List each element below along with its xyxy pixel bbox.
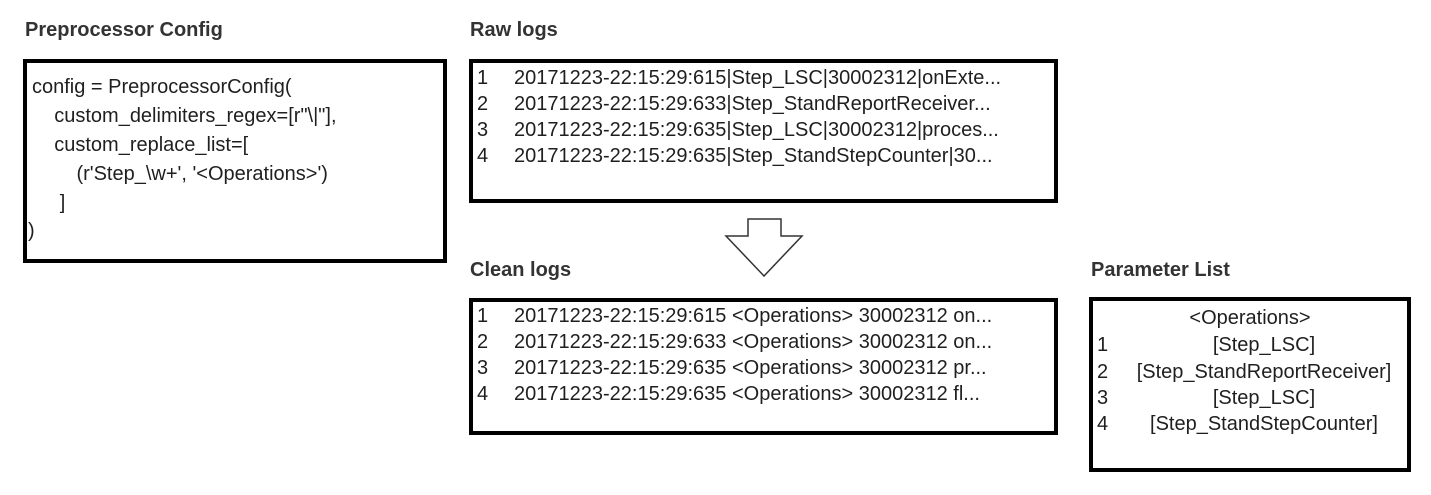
raw-logs-box: 1 20171223-22:15:29:615|Step_LSC|3000231… (469, 59, 1058, 203)
log-line-text: 20171223-22:15:29:635 <Operations> 30002… (514, 383, 980, 405)
log-line-number: 4 (477, 383, 489, 405)
parameter-row: 4 [Step_StandStepCounter] (1093, 411, 1407, 437)
parameter-number: 3 (1097, 387, 1109, 409)
code-line: config = PreprocessorConfig( (32, 76, 292, 98)
log-line-text: 20171223-22:15:29:615|Step_LSC|30002312|… (514, 67, 1002, 89)
parameter-value: [Step_StandStepCounter] (1150, 413, 1378, 435)
log-row: 3 20171223-22:15:29:635 <Operations> 300… (473, 355, 1054, 381)
log-line-number: 1 (477, 305, 489, 327)
parameter-row: 2 [Step_StandReportReceiver] (1093, 359, 1407, 385)
parameter-number: 2 (1097, 361, 1109, 383)
clean-logs-title: Clean logs (470, 259, 572, 281)
down-arrow-icon (724, 218, 804, 278)
parameter-list-box: <Operations> 1 [Step_LSC] 2 [Step_StandR… (1089, 297, 1411, 472)
parameter-list-title: Parameter List (1091, 259, 1230, 281)
parameter-row: 3 [Step_LSC] (1093, 385, 1407, 411)
raw-logs-title: Raw logs (470, 19, 558, 41)
log-row: 4 20171223-22:15:29:635|Step_StandStepCo… (473, 143, 1054, 169)
parameter-row: 1 [Step_LSC] (1093, 332, 1407, 358)
log-line-text: 20171223-22:15:29:635 <Operations> 30002… (514, 357, 987, 379)
log-line-text: 20171223-22:15:29:615 <Operations> 30002… (514, 305, 993, 327)
log-line-number: 3 (477, 119, 489, 141)
parameter-number: 1 (1097, 334, 1109, 356)
log-row: 4 20171223-22:15:29:635 <Operations> 300… (473, 381, 1054, 407)
parameter-header-row: <Operations> (1093, 305, 1407, 331)
parameter-value: [Step_StandReportReceiver] (1136, 361, 1392, 383)
log-line-text: 20171223-22:15:29:635|Step_LSC|30002312|… (514, 119, 999, 141)
log-line-number: 4 (477, 145, 489, 167)
log-row: 1 20171223-22:15:29:615 <Operations> 300… (473, 303, 1054, 329)
code-line: ) (28, 220, 35, 242)
log-line-number: 2 (477, 93, 489, 115)
log-line-number: 1 (477, 67, 489, 89)
parameter-header: <Operations> (1189, 307, 1311, 329)
code-line: custom_replace_list=[ (32, 134, 249, 156)
clean-logs-box: 1 20171223-22:15:29:615 <Operations> 300… (469, 298, 1058, 435)
code-line: custom_delimiters_regex=[r"\|"], (32, 105, 337, 127)
log-line-number: 2 (477, 331, 489, 353)
parameter-number: 4 (1097, 413, 1109, 435)
preprocessor-config-box: config = PreprocessorConfig( custom_deli… (23, 59, 447, 263)
log-row: 2 20171223-22:15:29:633|Step_StandReport… (473, 91, 1054, 117)
log-row: 2 20171223-22:15:29:633 <Operations> 300… (473, 329, 1054, 355)
log-line-text: 20171223-22:15:29:633|Step_StandReportRe… (514, 93, 991, 115)
log-line-number: 3 (477, 357, 489, 379)
parameter-value: [Step_LSC] (1212, 387, 1316, 409)
log-row: 1 20171223-22:15:29:615|Step_LSC|3000231… (473, 65, 1054, 91)
parameter-value: [Step_LSC] (1212, 334, 1316, 356)
log-row: 3 20171223-22:15:29:635|Step_LSC|3000231… (473, 117, 1054, 143)
preprocessor-config-title: Preprocessor Config (25, 19, 223, 41)
log-line-text: 20171223-22:15:29:633 <Operations> 30002… (514, 331, 993, 353)
log-line-text: 20171223-22:15:29:635|Step_StandStepCoun… (514, 145, 993, 167)
code-line: ] (32, 192, 66, 214)
code-line: (r'Step_\w+', '<Operations>') (32, 163, 328, 185)
